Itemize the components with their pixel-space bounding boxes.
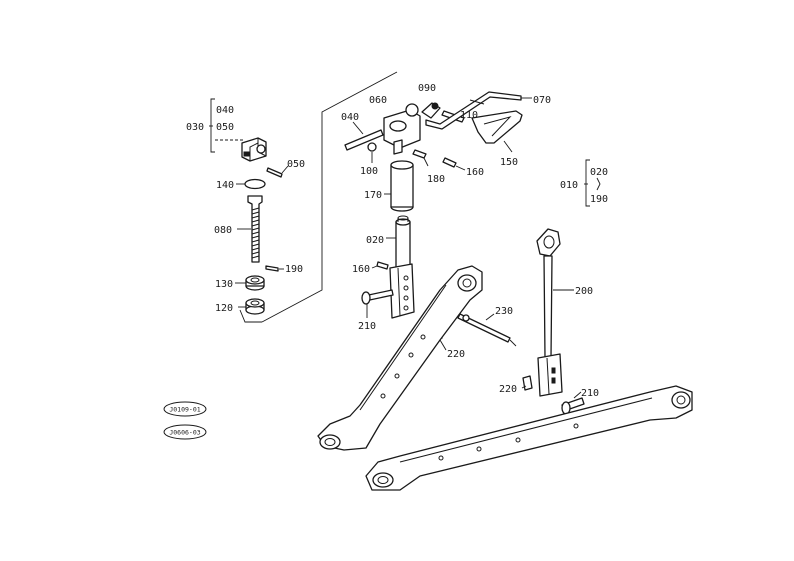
label-040-pin: 040 [341, 112, 359, 123]
lower-link-right [365, 385, 693, 491]
label-220-left: 220 [447, 349, 465, 360]
part-070-bent-rod [425, 91, 522, 130]
part-080-threaded-rod [247, 195, 263, 263]
reference-tags [163, 401, 207, 440]
label-050: 050 [216, 122, 234, 133]
label-160-lower: 160 [352, 264, 370, 275]
label-190-group: 190 [590, 194, 608, 205]
part-160-lower-bolt [376, 261, 389, 270]
part-190-pin [265, 265, 279, 272]
label-190: 190 [285, 264, 303, 275]
brace-020-190 [596, 177, 601, 191]
label-180: 180 [427, 174, 445, 185]
label-030: 030 [186, 122, 204, 133]
part-100-nut [367, 142, 377, 152]
label-210-right: 210 [581, 388, 599, 399]
part-120-bushing [245, 298, 265, 315]
part-050-pin [266, 167, 283, 178]
label-150: 150 [500, 157, 518, 168]
reference-code-1: J0109-01 [169, 406, 200, 414]
part-220-clip-right [522, 375, 533, 391]
part-210-pin-left [361, 289, 394, 305]
label-090: 090 [418, 83, 436, 94]
label-040: 040 [216, 105, 234, 116]
label-100: 100 [360, 166, 378, 177]
lower-link-left [317, 265, 483, 451]
label-130: 130 [215, 279, 233, 290]
part-210-pin-right [561, 397, 585, 415]
label-110: 110 [460, 110, 478, 121]
lift-shaft-assembly [344, 91, 532, 212]
reference-code-2: J0606-03 [169, 429, 200, 437]
part-160-upper-bolt [442, 157, 457, 168]
label-170: 170 [364, 190, 382, 201]
label-020: 020 [366, 235, 384, 246]
bracket-010 [585, 159, 590, 207]
part-020-rod [395, 215, 411, 271]
label-060: 060 [369, 95, 387, 106]
part-020-clevis [389, 263, 415, 319]
bracket-030 [210, 98, 215, 153]
part-180-bolt [412, 149, 427, 159]
part-090-bolt [421, 102, 441, 119]
label-020-group: 020 [590, 167, 608, 178]
label-010: 010 [560, 180, 578, 191]
part-labels: 040 030 050 050 140 080 190 130 120 040 … [169, 83, 608, 437]
part-040-pin [344, 129, 384, 151]
part-050-head [241, 137, 267, 162]
label-080: 080 [214, 225, 232, 236]
top-link-assembly [209, 71, 398, 323]
part-150-bracket [471, 110, 523, 144]
part-130-nut [245, 275, 265, 291]
part-140-ring [244, 178, 266, 190]
label-210-left: 210 [358, 321, 376, 332]
label-120: 120 [215, 303, 233, 314]
label-220-right: 220 [499, 384, 517, 395]
label-200: 200 [575, 286, 593, 297]
part-200-lift-rod [536, 228, 563, 397]
lift-rod-assembly [361, 215, 517, 351]
part-230-pin [457, 313, 511, 343]
label-160-upper: 160 [466, 167, 484, 178]
label-140: 140 [216, 180, 234, 191]
label-050-pin: 050 [287, 159, 305, 170]
part-170-sleeve [390, 160, 414, 212]
part-060-fork-head [383, 103, 421, 155]
label-230: 230 [495, 306, 513, 317]
label-070: 070 [533, 95, 551, 106]
